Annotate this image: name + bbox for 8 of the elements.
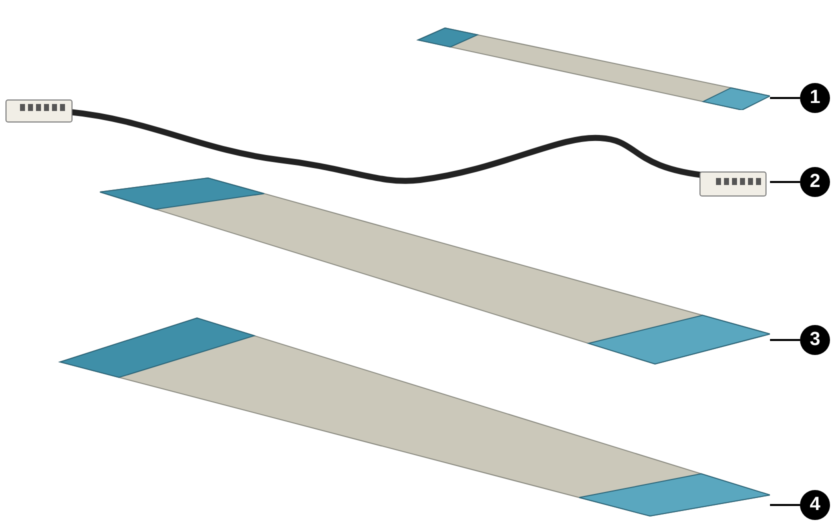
callout-number: 4	[800, 490, 830, 520]
leader-line	[770, 339, 800, 341]
leader-line	[770, 97, 800, 99]
callout-number: 2	[800, 167, 830, 197]
leader-line	[770, 504, 800, 506]
callout-number: 1	[800, 83, 830, 113]
callout-number: 3	[800, 325, 830, 355]
leader-line	[770, 181, 800, 183]
